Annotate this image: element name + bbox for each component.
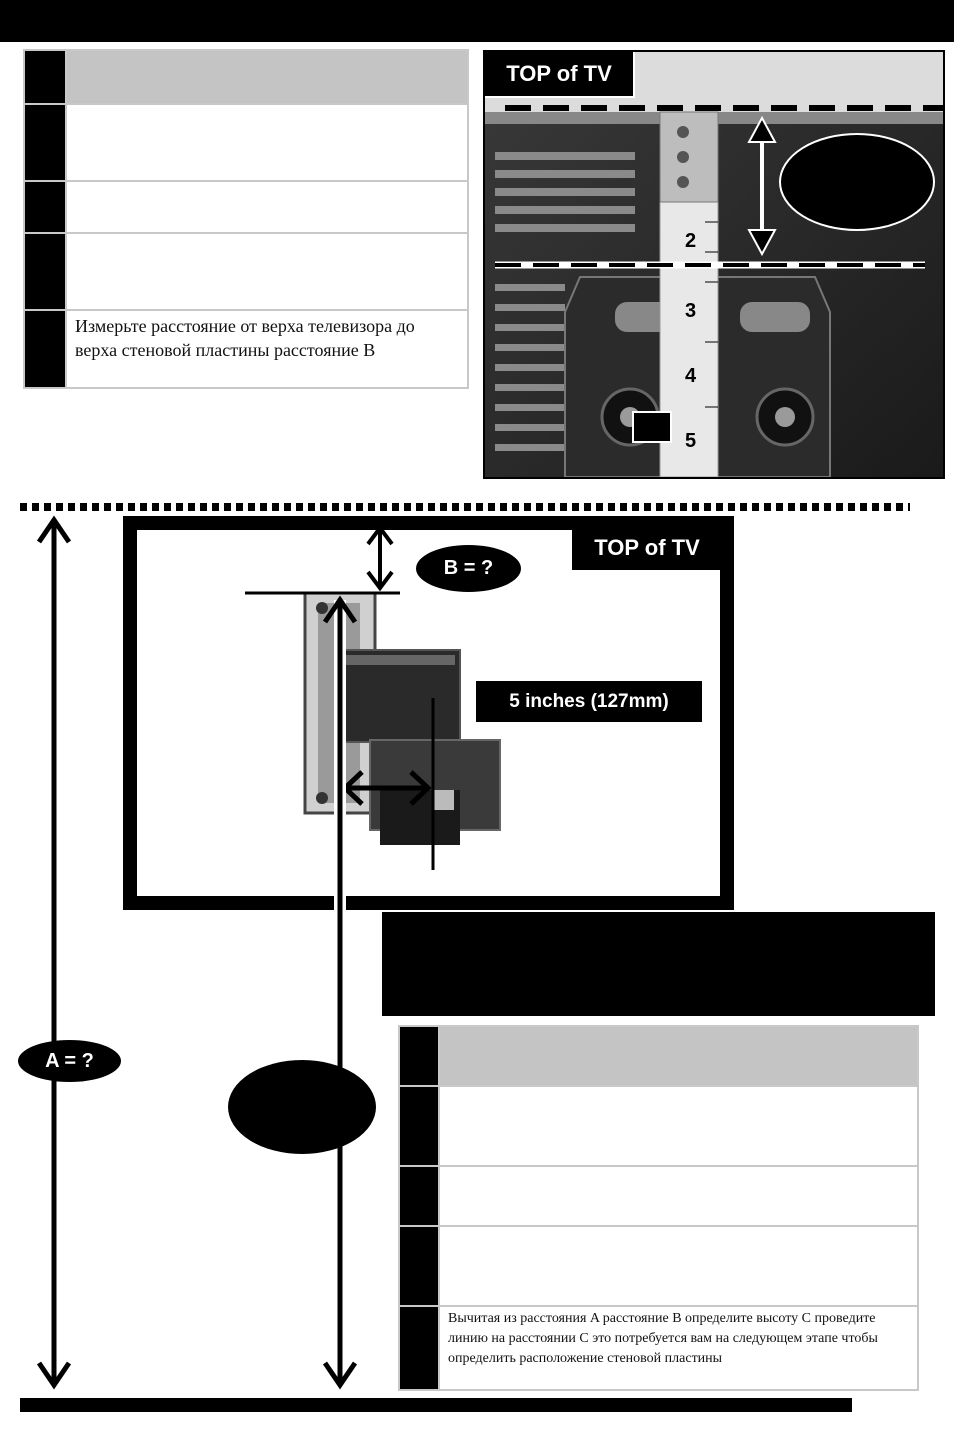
- step-row: [398, 1025, 919, 1087]
- step-number: [398, 1225, 440, 1307]
- svg-text:3: 3: [685, 300, 696, 322]
- step-number: [23, 232, 67, 311]
- step-number: [398, 1305, 440, 1391]
- step-text: [440, 1027, 917, 1031]
- step-row: [398, 1165, 919, 1227]
- step-text: [67, 182, 467, 188]
- step-row: [23, 180, 469, 234]
- step-number: [398, 1025, 440, 1087]
- height-diagram: [36, 515, 734, 1390]
- step-number: [398, 1085, 440, 1167]
- tape-numbers: 2 3 4 5: [685, 230, 697, 452]
- step-text: Вычитая из расстояния A расстояние B опр…: [448, 1311, 878, 1366]
- step-row: [398, 1085, 919, 1167]
- step-number: [23, 180, 67, 234]
- distance-b-label: B = ?: [416, 545, 521, 592]
- tv-top-dotted-line: [20, 503, 910, 511]
- step-row: Вычитая из расстояния A расстояние B опр…: [398, 1305, 919, 1391]
- step-header: [65, 49, 469, 105]
- photo-illustration: 2 3 4 5: [485, 52, 943, 477]
- step-text: [67, 105, 467, 111]
- header-bar: [0, 0, 954, 42]
- step-text: [67, 51, 467, 57]
- step-header: [438, 1025, 919, 1087]
- dimension-label: 5 inches (127mm): [476, 681, 702, 722]
- step-text: [67, 234, 467, 240]
- diagram-top-label: TOP of TV: [572, 526, 722, 570]
- step-row: [398, 1225, 919, 1307]
- step-number: [23, 49, 67, 105]
- measurement-photo: 2 3 4 5 TOP of TV: [483, 50, 945, 479]
- step-table-1: Измерьте расстояние от верха телевизора …: [23, 49, 469, 389]
- step-row: [23, 103, 469, 182]
- step-table-2: Вычитая из расстояния A расстояние B опр…: [398, 1025, 919, 1391]
- step-row: Измерьте расстояние от верха телевизора …: [23, 309, 469, 389]
- floor-bar: [20, 1398, 852, 1412]
- photo-top-label: TOP of TV: [485, 52, 635, 98]
- step-text: [440, 1167, 917, 1171]
- distance-a-label: A = ?: [18, 1040, 121, 1082]
- step-text: [440, 1087, 917, 1091]
- step-row: [23, 49, 469, 105]
- svg-text:2: 2: [685, 230, 696, 252]
- svg-text:4: 4: [685, 365, 697, 387]
- note-box: [382, 912, 935, 1016]
- step-number: [23, 309, 67, 389]
- step-number: [398, 1165, 440, 1227]
- step-text: Измерьте расстояние от верха телевизора …: [75, 316, 415, 360]
- svg-text:5: 5: [685, 430, 696, 452]
- step-text: [440, 1227, 917, 1231]
- step-row: [23, 232, 469, 311]
- step-number: [23, 103, 67, 182]
